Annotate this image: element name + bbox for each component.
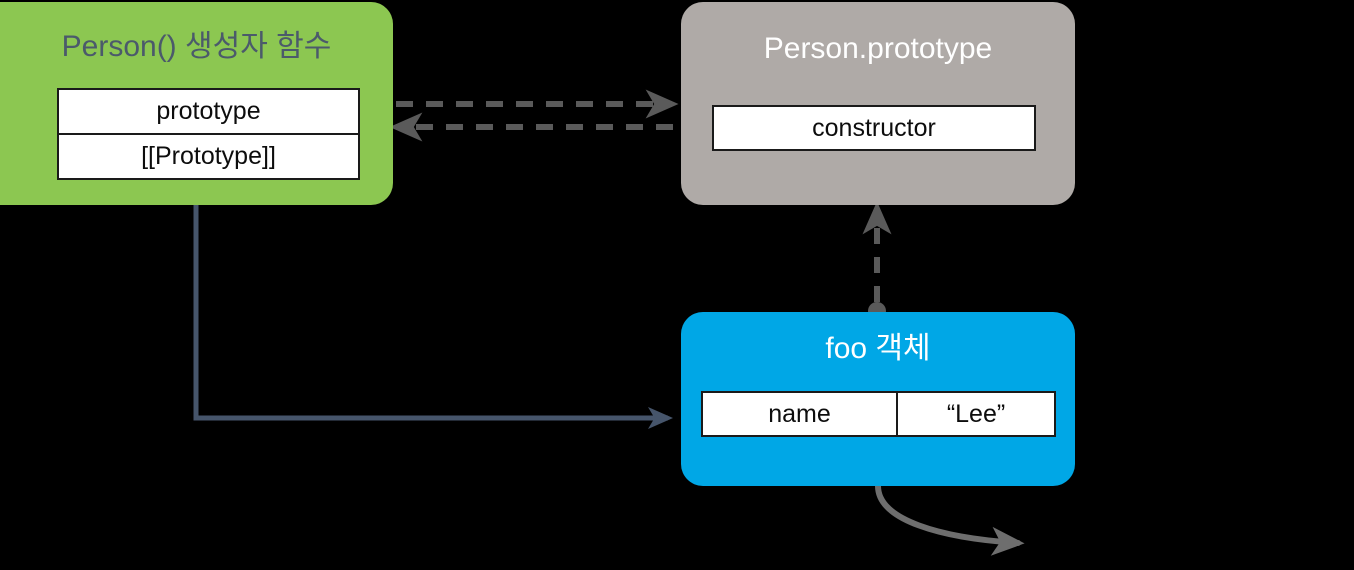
connector-foo-prototype-link — [862, 201, 892, 320]
person-prototype-property-table: constructor — [712, 105, 1036, 151]
node-person-constructor-title: Person() 생성자 함수 — [61, 30, 332, 63]
table-row[interactable]: [[Prototype]] — [59, 133, 358, 178]
connector-prototype-to-person-prototype — [348, 89, 679, 119]
table-row[interactable]: constructor — [714, 107, 1034, 149]
connector-person-creates-foo — [193, 205, 673, 429]
connector-constructor-to-person — [389, 112, 721, 142]
property-internal-prototype: [[Prototype]] — [141, 142, 276, 170]
connector-foo-outgoing-curve — [875, 483, 1025, 556]
property-name-key: name — [768, 399, 831, 428]
property-constructor: constructor — [812, 113, 936, 142]
table-row[interactable]: prototype — [59, 90, 358, 133]
node-person-prototype-title: Person.prototype — [763, 32, 993, 65]
node-foo-object-title: foo 객체 — [825, 332, 931, 365]
property-prototype: prototype — [156, 97, 261, 125]
foo-object-property-table: name “Lee” — [701, 391, 1056, 437]
node-person-prototype[interactable]: Person.prototype — [681, 2, 1075, 205]
table-row[interactable]: name “Lee” — [703, 393, 1054, 435]
property-name-value: “Lee” — [896, 393, 1054, 435]
person-constructor-property-table: prototype [[Prototype]] — [57, 88, 360, 180]
